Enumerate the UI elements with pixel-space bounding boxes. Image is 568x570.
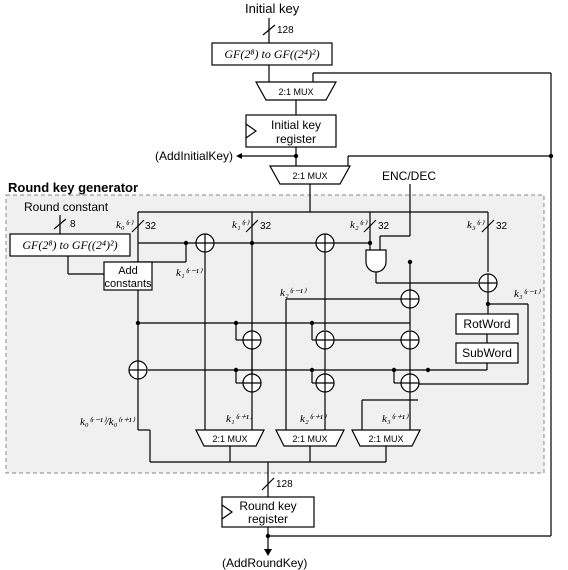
mux-second-label: 2:1 MUX	[292, 171, 327, 181]
arrow	[264, 549, 272, 556]
gf-transform-rc	[9, 233, 131, 257]
round-key-generator-label: Round key generator	[8, 180, 138, 195]
round-key-register	[221, 496, 315, 528]
initial-key-register-label-1: Initial key	[271, 118, 321, 132]
gf-transform-rc-label: GF(2⁸) to GF((2⁴)²)	[22, 238, 117, 252]
rotword-label: RotWord	[463, 317, 510, 331]
round-constant-label: Round constant	[24, 200, 109, 214]
bus-width-8: 8	[70, 219, 76, 230]
k3-rm1-label: k₃⁽ʳ⁻¹⁾	[514, 288, 541, 300]
arrow	[236, 153, 242, 159]
round-key-register-label-1: Round key	[239, 499, 296, 513]
k2-r-label: k₂⁽ʳ⁾	[350, 219, 368, 231]
k1-rp1-label: k₁⁽ʳ⁺¹⁾	[226, 413, 253, 425]
clock-triangle	[221, 504, 234, 520]
initial-key-register-label-2: register	[276, 132, 316, 146]
k2-rm1-label: k₂⁽ʳ⁻¹⁾	[280, 287, 307, 299]
gf-transform-top-label: GF(2⁸) to GF((2⁴)²)	[224, 47, 319, 61]
k1-rm1-label: k₁⁽ʳ⁻¹⁾	[176, 267, 203, 279]
bus-width-32-k2: 32	[378, 221, 390, 232]
k0-out-label: k₀⁽ʳ⁻¹⁾/k₀⁽ʳ⁺¹⁾	[80, 416, 136, 428]
and-gate	[365, 249, 387, 273]
bus-width-32-k3: 32	[496, 221, 508, 232]
k1-r-label: k₁⁽ʳ⁾	[232, 219, 250, 231]
mux-top	[254, 81, 338, 101]
add-round-key-label: (AddRoundKey)	[222, 556, 307, 570]
bus-width-32-k1: 32	[260, 221, 272, 232]
bus-slash	[481, 219, 495, 233]
bus-slash	[131, 219, 145, 233]
subword-label: SubWord	[462, 346, 512, 360]
mux-second	[268, 165, 352, 185]
bus-width-128-top: 128	[277, 25, 294, 36]
add-constants-box	[103, 261, 153, 291]
k3-r-label: k₃⁽ʳ⁾	[467, 219, 485, 231]
bus-slash	[53, 218, 67, 230]
mux-top-label: 2:1 MUX	[278, 87, 313, 97]
add-constants-label-1: Add	[118, 265, 138, 277]
bus-width-128-bottom: 128	[276, 479, 293, 490]
mux-bottom-2	[275, 429, 345, 447]
k2-rp1-label: k₂⁽ʳ⁺¹⁾	[300, 413, 327, 425]
initial-key-register	[245, 114, 337, 148]
enc-dec-label: ENC/DEC	[382, 169, 436, 183]
mux-bottom-3-label: 2:1 MUX	[368, 434, 403, 444]
gf-transform-top	[211, 42, 333, 66]
bus-slash	[363, 219, 377, 233]
initial-key-label: Initial key	[245, 1, 300, 16]
bus-slash	[261, 477, 275, 491]
add-initial-key-label: (AddInitialKey)	[155, 149, 233, 163]
k3-rp1-label: k₃⁽ʳ⁺¹⁾	[382, 413, 409, 425]
mux-bottom-1	[195, 429, 265, 447]
mux-bottom-2-label: 2:1 MUX	[292, 434, 327, 444]
k0-r-label: k₀⁽ʳ⁾	[116, 219, 134, 231]
bus-slash	[262, 24, 276, 36]
bus-slash	[245, 219, 259, 233]
bus-width-32-k0: 32	[145, 221, 157, 232]
mux-bottom-1-label: 2:1 MUX	[212, 434, 247, 444]
round-key-register-label-2: register	[248, 512, 288, 526]
clock-triangle	[245, 123, 258, 139]
mux-bottom-3	[351, 429, 421, 447]
add-constants-label-2: constants	[104, 278, 152, 290]
